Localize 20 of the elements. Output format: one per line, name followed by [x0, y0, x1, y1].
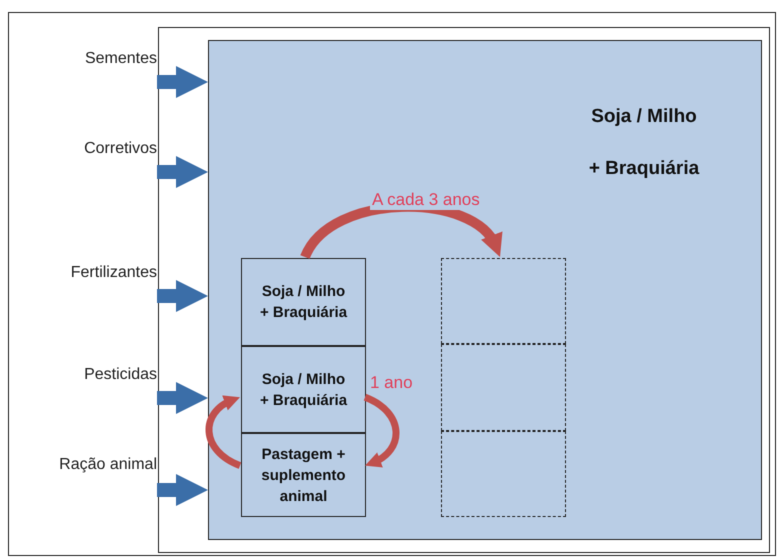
dashed-box	[441, 344, 566, 431]
arrow	[157, 156, 208, 188]
crop-stage-box: Soja / Milho + Braquiária	[241, 346, 366, 433]
arrow	[157, 474, 208, 506]
arrow	[157, 382, 208, 414]
dashed-box	[441, 431, 566, 517]
arrow	[364, 394, 400, 467]
dashed-box	[441, 258, 566, 344]
crop-stage-box: Pastagem + suplemento animal	[241, 433, 366, 517]
arrow	[157, 280, 208, 312]
input-label: Pesticidas	[40, 366, 157, 412]
arrow	[157, 66, 208, 98]
input-label: Sementes	[40, 50, 157, 96]
input-label: Fertilizantes	[20, 264, 157, 310]
edge-label: A cada 3 anos	[370, 190, 482, 210]
input-label: Ração animal	[10, 456, 157, 504]
crop-stage-box: Soja / Milho + Braquiária	[241, 258, 366, 346]
area-title: Soja / Milho + Braquiária	[588, 105, 700, 181]
input-label: Corretivos	[40, 140, 157, 186]
arrow	[206, 396, 242, 469]
